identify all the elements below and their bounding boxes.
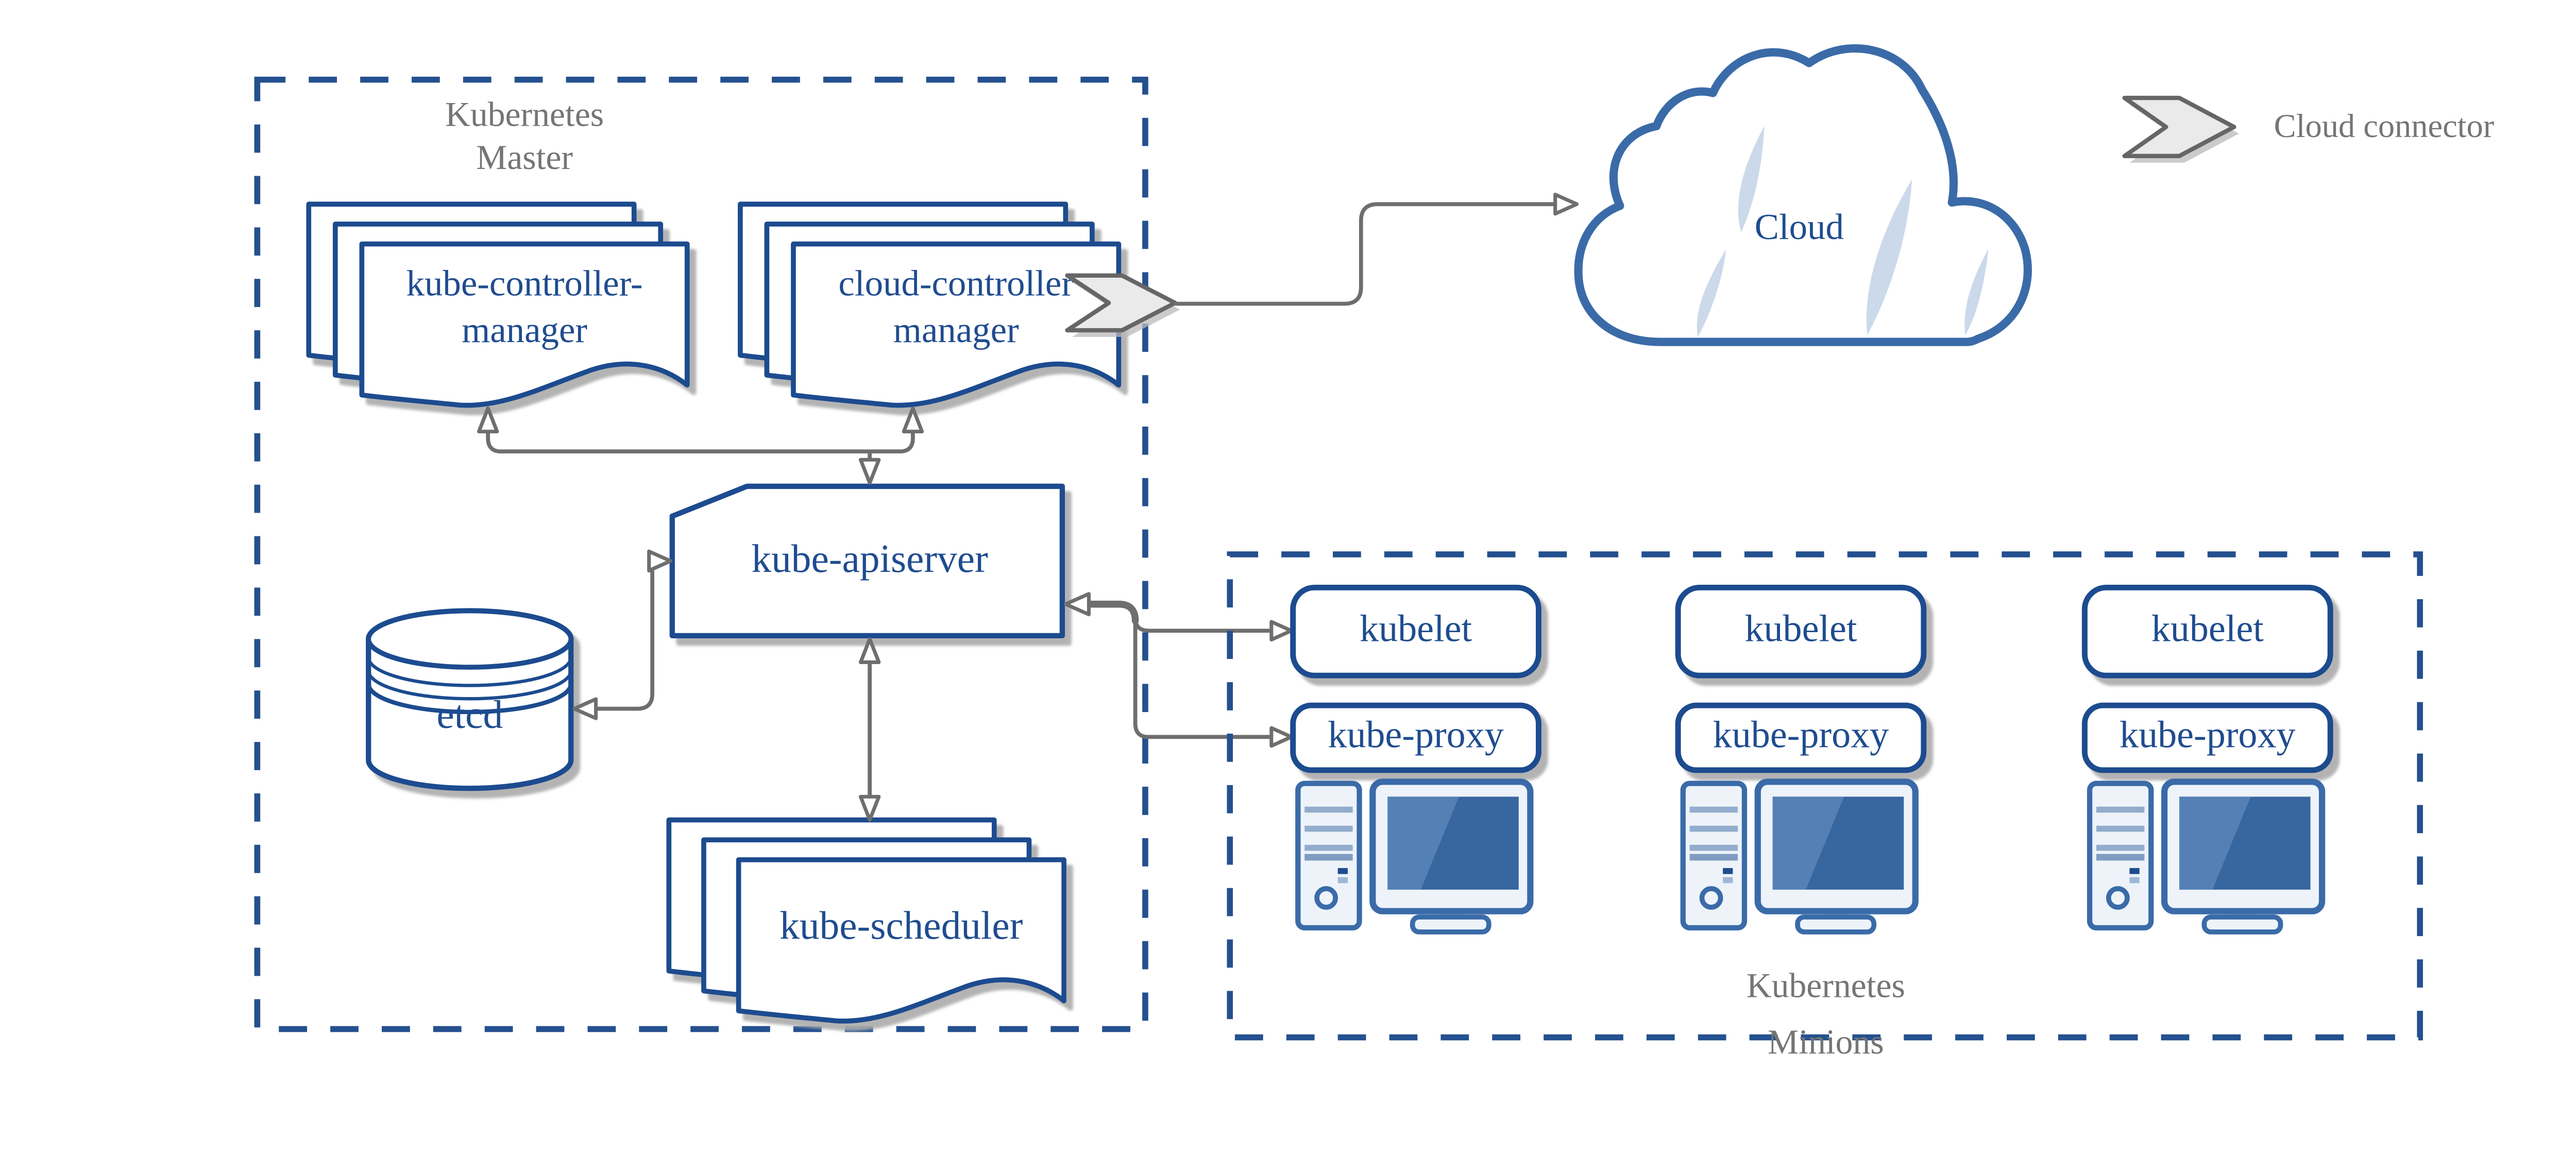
minion-node-2: kubelet kube-proxy — [1675, 584, 1927, 932]
master-label-line2: Master — [476, 138, 573, 177]
kube-proxy-box — [1290, 702, 1541, 773]
arrowhead-left-icon — [1063, 592, 1091, 617]
kube-controller-manager-label-line1: kube-controller- — [406, 264, 643, 304]
kube-scheduler-label: kube-scheduler — [779, 903, 1023, 947]
kubelet-label: kubelet — [2151, 607, 2264, 650]
diagram-stage: Kubernetes Master kube-controller- manag… — [254, 44, 2495, 1061]
arrowhead-right-icon — [1269, 726, 1293, 748]
kube-proxy-label: kube-proxy — [2120, 714, 2295, 756]
cloud-connector-legend-icon — [2122, 95, 2236, 159]
database-ring — [366, 684, 573, 715]
kubernetes-architecture-diagram: Kubernetes Master kube-controller- manag… — [254, 44, 2495, 1061]
kube-scheduler-node: kube-scheduler — [666, 817, 1066, 1024]
cloud-sliver — [1964, 249, 1989, 335]
connectors-group — [477, 193, 1579, 822]
etcd-label: etcd — [436, 692, 503, 737]
computer-icon — [1683, 782, 1916, 932]
arrowhead-up-icon — [902, 406, 924, 434]
computer-icon — [1298, 782, 1530, 932]
cloud-icon — [1574, 44, 2032, 346]
connector-apiserver-scheduler — [858, 637, 881, 822]
master-label-line1: Kubernetes — [445, 95, 604, 133]
document-page — [736, 857, 1066, 1024]
kubelet-box — [1675, 584, 1927, 679]
kube-controller-manager-node: kube-controller- manager — [306, 201, 690, 408]
arrowhead-up-icon — [858, 637, 881, 664]
cloud-node: Cloud — [1574, 44, 2032, 346]
connector-apiserver-etcd — [572, 549, 673, 720]
kubernetes-master-group: Kubernetes Master kube-controller- manag… — [254, 76, 1180, 1032]
arrowhead-up-icon — [477, 406, 499, 434]
kube-proxy-box — [2081, 702, 2333, 773]
kubelet-box — [1290, 584, 1541, 679]
database-ring — [366, 670, 573, 701]
kubelet-label: kubelet — [1360, 607, 1472, 650]
cloud-controller-manager-node: cloud-controller manager — [738, 201, 1180, 408]
document-page — [359, 241, 690, 408]
kubelet-box — [2081, 584, 2333, 679]
cloud-connector-icon — [1065, 273, 1178, 333]
database-top — [366, 608, 574, 670]
minion-node-1: kubelet kube-proxy — [1290, 584, 1541, 932]
minion-node-3: kubelet kube-proxy — [2081, 584, 2333, 932]
kubelet-label: kubelet — [1744, 607, 1857, 650]
database-ring — [366, 657, 573, 687]
connector-apiserver-controller-managers — [477, 406, 924, 485]
arrowhead-right-icon — [647, 549, 673, 573]
kube-proxy-box — [1675, 702, 1927, 773]
arrowhead-down-icon — [858, 794, 881, 822]
legend-group: Cloud connector — [2122, 95, 2495, 163]
kube-apiserver-node: kube-apiserver — [669, 483, 1065, 639]
arrowhead-right-icon — [1269, 620, 1293, 642]
computer-icon — [2090, 782, 2322, 932]
minions-dashed-border — [1227, 551, 2423, 1041]
kube-apiserver-box — [669, 483, 1065, 639]
kube-proxy-label: kube-proxy — [1713, 714, 1889, 756]
legend-label: Cloud connector — [2274, 108, 2495, 144]
cloud-controller-manager-label-line1: cloud-controller — [838, 264, 1073, 304]
kube-proxy-label: kube-proxy — [1328, 714, 1504, 756]
connector-apiserver-minions — [1063, 592, 1293, 748]
kubernetes-minions-group: kubelet kube-proxy kubelet kube-proxy ku… — [1227, 551, 2423, 1061]
connector-ccm-cloud — [1173, 193, 1579, 306]
minions-label-line1: Kubernetes — [1747, 967, 1905, 1005]
arrowhead-right-icon — [1553, 193, 1579, 216]
etcd-node: etcd — [366, 608, 574, 791]
kube-controller-manager-label-line2: manager — [462, 310, 587, 350]
document-page — [791, 241, 1122, 408]
cloud-controller-manager-label-line2: manager — [893, 310, 1019, 350]
cloud-sliver — [1866, 179, 1912, 335]
cloud-sliver — [1738, 126, 1765, 233]
arrowhead-left-icon — [572, 697, 598, 720]
minions-label-line2: Minions — [1768, 1023, 1884, 1061]
kube-apiserver-label: kube-apiserver — [752, 536, 989, 581]
arrowhead-down-icon — [858, 457, 881, 485]
master-dashed-border — [254, 76, 1148, 1032]
cloud-sliver — [1697, 249, 1726, 337]
cloud-label: Cloud — [1755, 207, 1844, 247]
